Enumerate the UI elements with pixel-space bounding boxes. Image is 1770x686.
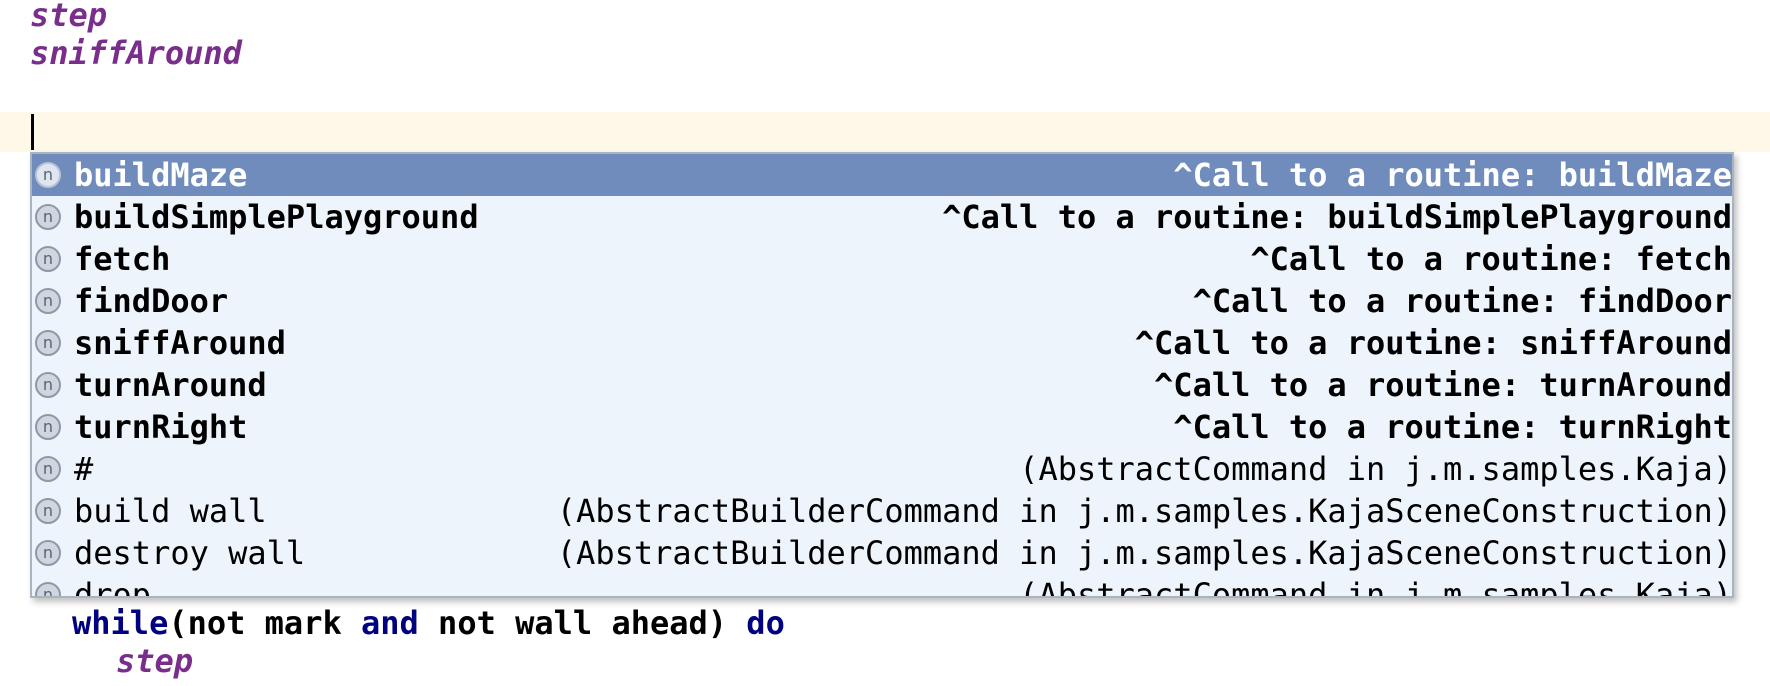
keyword-and: and [360, 604, 419, 642]
method-icon: n [35, 582, 61, 596]
text-caret [31, 114, 34, 150]
method-icon: n [35, 414, 61, 440]
method-icon: n [35, 498, 61, 524]
code-line-while: while(not mark and not wall ahead) do [72, 602, 785, 644]
completion-item-turnright[interactable]: n turnRight ^Call to a routine: turnRigh… [32, 406, 1732, 448]
code-completion-popup[interactable]: n buildMaze ^Call to a routine: buildMaz… [30, 152, 1734, 598]
condition-end: not wall ahead) [418, 604, 747, 642]
completion-item-description: (AbstractBuilderCommand in j.m.samples.K… [556, 534, 1732, 572]
completion-item-buildmaze[interactable]: n buildMaze ^Call to a routine: buildMaz… [32, 154, 1732, 196]
completion-item-name: findDoor [74, 282, 229, 320]
completion-item-sniffaround[interactable]: n sniffAround ^Call to a routine: sniffA… [32, 322, 1732, 364]
completion-item-name: build wall [74, 492, 267, 530]
completion-item-description: ^Call to a routine: findDoor [1192, 282, 1732, 320]
completion-item-name: sniffAround [74, 324, 286, 362]
current-line-highlight[interactable] [0, 112, 1770, 152]
method-icon: n [35, 162, 61, 188]
condition-start: (not mark [168, 604, 361, 642]
completion-item-description: ^Call to a routine: fetch [1250, 240, 1732, 278]
completion-item-drop[interactable]: n drop (AbstractCommand in j.m.samples.K… [32, 574, 1732, 598]
completion-item-description: ^Call to a routine: buildSimplePlaygroun… [942, 198, 1732, 236]
completion-item-description: ^Call to a routine: buildMaze [1173, 156, 1732, 194]
completion-item-description: ^Call to a routine: turnAround [1154, 366, 1732, 404]
completion-item-name: buildSimplePlayground [74, 198, 479, 236]
method-icon: n [35, 246, 61, 272]
completion-item-name: turnAround [74, 366, 267, 404]
completion-item-description: (AbstractCommand in j.m.samples.Kaja) [1019, 576, 1732, 598]
code-line-sniffaround: sniffAround [30, 34, 242, 72]
method-icon: n [35, 288, 61, 314]
completion-item-description: ^Call to a routine: sniffAround [1134, 324, 1732, 362]
completion-item-destroy-wall[interactable]: n destroy wall (AbstractBuilderCommand i… [32, 532, 1732, 574]
method-icon: n [35, 540, 61, 566]
completion-item-build-wall[interactable]: n build wall (AbstractBuilderCommand in … [32, 490, 1732, 532]
completion-item-hash[interactable]: n # (AbstractCommand in j.m.samples.Kaja… [32, 448, 1732, 490]
method-icon: n [35, 456, 61, 482]
code-line-step-inner: step [116, 642, 194, 680]
completion-item-fetch[interactable]: n fetch ^Call to a routine: fetch [32, 238, 1732, 280]
completion-item-buildsimpleplayground[interactable]: n buildSimplePlayground ^Call to a routi… [32, 196, 1732, 238]
keyword-while: while [72, 604, 169, 642]
completion-item-name: buildMaze [74, 156, 248, 194]
completion-item-name: destroy wall [74, 534, 306, 572]
completion-item-name: drop [74, 576, 152, 598]
keyword-do: do [746, 604, 785, 642]
code-line-step: step [30, 0, 108, 34]
completion-item-description: ^Call to a routine: turnRight [1173, 408, 1732, 446]
completion-item-finddoor[interactable]: n findDoor ^Call to a routine: findDoor [32, 280, 1732, 322]
method-icon: n [35, 330, 61, 356]
completion-item-name: fetch [74, 240, 171, 278]
completion-item-name: # [74, 450, 94, 488]
method-icon: n [35, 204, 61, 230]
completion-item-description: (AbstractCommand in j.m.samples.Kaja) [1019, 450, 1732, 488]
completion-item-turnaround[interactable]: n turnAround ^Call to a routine: turnAro… [32, 364, 1732, 406]
method-icon: n [35, 372, 61, 398]
completion-item-name: turnRight [74, 408, 248, 446]
completion-item-description: (AbstractBuilderCommand in j.m.samples.K… [556, 492, 1732, 530]
